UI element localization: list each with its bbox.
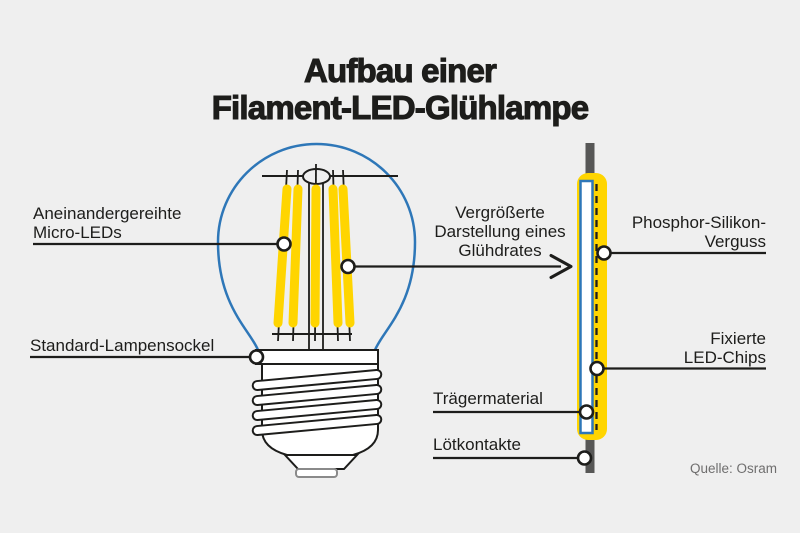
filament-bar [338,184,355,328]
label-led-chips: Fixierte LED-Chips [683,329,766,367]
filament-bar [310,184,321,328]
lamp-socket [251,349,383,478]
socket-insulator [282,454,360,470]
source-credit: Quelle: Osram [689,461,777,476]
callout-dot-carrier [578,404,595,420]
arrow-head-icon [549,254,573,279]
callout-dot-socket [248,349,265,365]
callouts [30,242,766,460]
callout-dot-solder [576,450,593,466]
label-solder: Lötkontakte [433,435,521,454]
callout-dot-micro-leds [276,236,292,252]
callout-dot-phosphor [596,245,612,261]
page-title: Aufbau einer Filament-LED-Glühlampe [211,51,590,126]
label-carrier: Trägermaterial [433,389,543,408]
screw-thread [251,368,383,392]
bulb-glass-outline [216,142,417,351]
filament-bars [273,184,355,328]
callout-dots [248,236,612,466]
socket-collar [255,349,379,365]
callout-dot-led-chips [589,360,605,377]
label-micro-leds: Aneinandergereihte Micro-LEDs [33,204,182,242]
screw-thread [251,383,383,407]
label-socket: Standard-Lampensockel [30,336,215,355]
screw-thread [251,398,383,422]
filament-bar [328,184,343,328]
callout-dot-magnified [340,258,356,275]
label-magnified-note: Vergrößerte Darstellung eines Glühdrates [434,203,566,260]
label-phosphor: Phosphor-Silikon- Verguss [631,213,766,251]
bulb-drawing [216,142,417,478]
screw-threads [251,368,383,437]
socket-foot-contact [295,468,338,478]
filament-bar [273,184,292,328]
screw-thread [251,413,383,437]
magnified-filament [577,143,607,473]
filament-bar [288,184,303,328]
